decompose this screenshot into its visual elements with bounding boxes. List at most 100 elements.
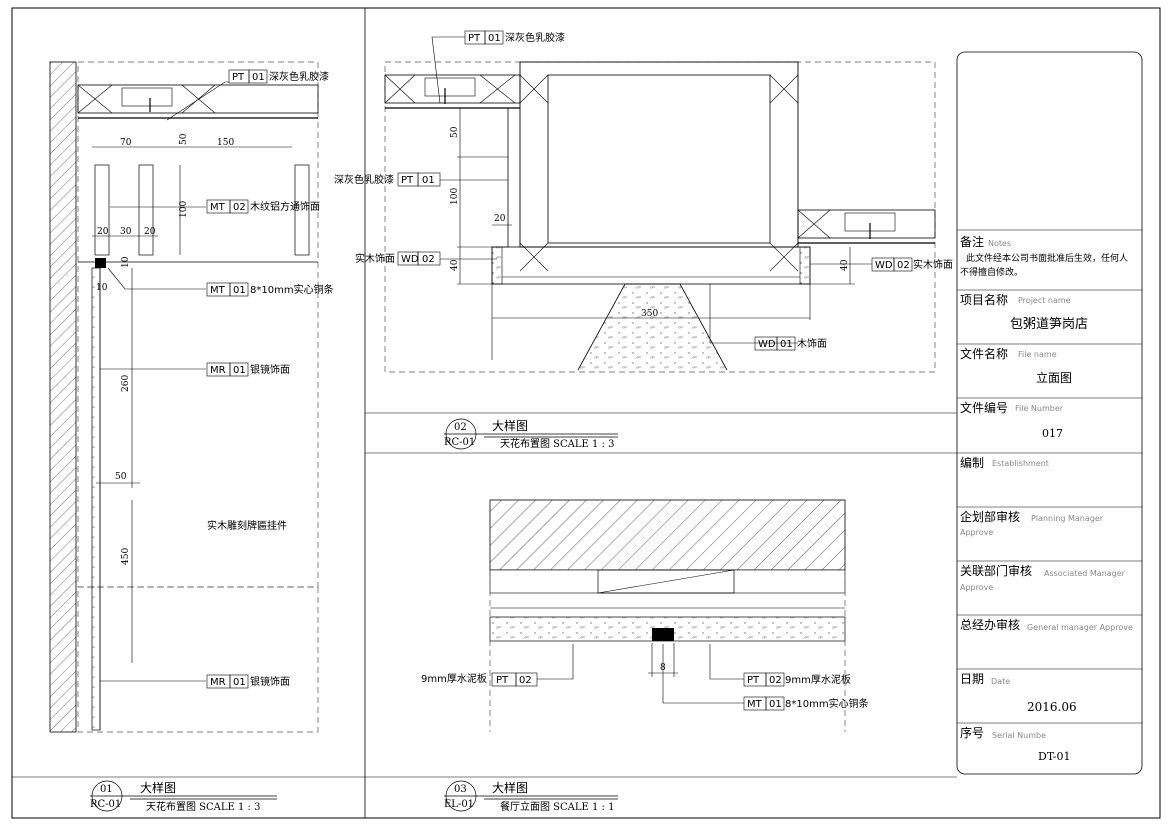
gm-en: General manager Approve xyxy=(1027,623,1133,632)
title-03: 03 EL-01 大样图 餐厅立面图 SCALE 1 : 1 xyxy=(444,780,618,813)
gm-label: 总经办审核 xyxy=(960,617,1020,632)
callout-pt02: PT 02 9mm厚水泥板 xyxy=(743,672,851,687)
svg-text:深灰色乳胶漆: 深灰色乳胶漆 xyxy=(505,31,565,44)
detail-02: 50 100 20 40 350 40 PT 01 深灰色乳胶漆 深灰色乳胶漆 … xyxy=(334,30,953,373)
dim-label: 150 xyxy=(217,138,234,148)
aluminium-tube xyxy=(294,164,310,256)
svg-text:大样图: 大样图 xyxy=(140,780,176,795)
callout-pt01: PT 01 深灰色乳胶漆 xyxy=(228,69,329,84)
file-label: 文件名称 xyxy=(960,346,1008,361)
file-value: 立面图 xyxy=(1036,370,1072,385)
project-en: Project name xyxy=(1018,296,1071,305)
svg-text:餐厅立面图 SCALE 1 : 1: 餐厅立面图 SCALE 1 : 1 xyxy=(500,800,614,813)
dim-label: 20 xyxy=(144,227,156,237)
notes-en: Notes xyxy=(988,239,1011,248)
date-value: 2016.06 xyxy=(1027,700,1077,714)
dim-label: 450 xyxy=(121,548,131,565)
dim-label: 50 xyxy=(450,126,460,138)
svg-text:MR: MR xyxy=(210,677,226,688)
svg-text:天花布置图 SCALE 1 : 3: 天花布置图 SCALE 1 : 3 xyxy=(500,437,614,450)
svg-text:EL-01: EL-01 xyxy=(444,799,474,810)
svg-text:实木饰面: 实木饰面 xyxy=(913,258,953,271)
detail-01: 70 50 150 100 20 30 20 10 10 260 50 450 … xyxy=(49,61,334,733)
svg-text:02: 02 xyxy=(769,675,782,686)
dim-label: 40 xyxy=(840,259,850,271)
svg-text:深灰色乳胶漆: 深灰色乳胶漆 xyxy=(269,70,329,83)
svg-text:MT: MT xyxy=(210,202,226,213)
title-01: 01 RC-01 大样图 天花布置图 SCALE 1 : 3 xyxy=(90,780,277,813)
svg-text:01: 01 xyxy=(233,677,246,688)
notes-label: 备注 xyxy=(960,234,984,249)
callout-pt01: PT 01 深灰色乳胶漆 xyxy=(464,30,565,45)
slab-hatch xyxy=(489,499,846,571)
svg-text:PT: PT xyxy=(232,72,245,83)
svg-text:01: 01 xyxy=(488,33,501,44)
svg-text:02: 02 xyxy=(519,675,532,686)
svg-text:8*10mm实心铜条: 8*10mm实心铜条 xyxy=(785,697,869,710)
notes-text: 此文件经本公司书面批准后生效，任何人 xyxy=(966,252,1128,264)
date-label: 日期 xyxy=(960,672,984,686)
svg-text:02: 02 xyxy=(454,422,467,433)
plan-en2: Approve xyxy=(960,528,993,537)
svg-text:02: 02 xyxy=(422,254,435,265)
dim-label: 40 xyxy=(450,259,460,271)
dim-label: 8 xyxy=(660,663,666,673)
copper-strip xyxy=(652,628,674,641)
callout-mt01: MT 01 8*10mm实心铜条 xyxy=(206,282,334,297)
sheet-border xyxy=(11,7,1161,819)
dim-label: 30 xyxy=(120,227,132,237)
dim-label: 50 xyxy=(179,133,189,145)
callout-mt01: MT 01 8*10mm实心铜条 xyxy=(743,696,869,711)
svg-text:01: 01 xyxy=(252,72,265,83)
svg-text:实木饰面: 实木饰面 xyxy=(355,252,395,265)
svg-text:PT: PT xyxy=(496,675,509,686)
aluminium-tube xyxy=(138,164,154,256)
plan-en: Planning Manager xyxy=(1031,514,1104,523)
plan-label: 企划部审核 xyxy=(960,509,1020,524)
mirror-panel xyxy=(91,267,101,731)
callout-wd01: WD 01 木饰面 xyxy=(754,336,827,351)
callout-pt01: 深灰色乳胶漆 PT 01 xyxy=(334,172,441,187)
callout-mr01: MR 01 银镜饰面 xyxy=(206,362,290,377)
dim-label: 20 xyxy=(97,227,109,237)
detail-03: 8 9mm厚水泥板 PT 02 PT 02 9mm厚水泥板 MT 01 8*10… xyxy=(421,499,869,732)
wood-trim xyxy=(491,246,811,285)
svg-text:WD: WD xyxy=(401,254,419,265)
plaque-label: 实木雕刻牌匾挂件 xyxy=(207,519,287,532)
date-en: Date xyxy=(991,677,1010,686)
copper-strip xyxy=(95,258,106,268)
serial-label: 序号 xyxy=(960,725,984,740)
callout-wd02: 实木饰面 WD 02 xyxy=(355,251,441,266)
est-en: Establishment xyxy=(992,459,1049,468)
svg-text:9mm厚水泥板: 9mm厚水泥板 xyxy=(421,672,487,685)
svg-text:RC-01: RC-01 xyxy=(90,799,121,810)
svg-text:8*10mm实心铜条: 8*10mm实心铜条 xyxy=(250,283,334,296)
detail-border xyxy=(77,586,319,733)
wall-hatch xyxy=(49,61,77,733)
callout-mr01: MR 01 银镜饰面 xyxy=(206,674,290,689)
column xyxy=(577,283,728,371)
svg-text:MT: MT xyxy=(747,699,763,710)
file-en: File name xyxy=(1018,350,1057,359)
svg-text:RC-01: RC-01 xyxy=(444,437,475,448)
svg-text:02: 02 xyxy=(897,260,910,271)
ceiling-board xyxy=(77,84,319,114)
svg-text:天花布置图 SCALE 1 : 3: 天花布置图 SCALE 1 : 3 xyxy=(146,800,260,813)
assoc-label: 关联部门审核 xyxy=(960,563,1032,578)
dim-label: 350 xyxy=(641,309,658,319)
svg-text:01: 01 xyxy=(780,339,793,350)
number-value: 017 xyxy=(1042,427,1063,440)
callout-pt02: 9mm厚水泥板 PT 02 xyxy=(421,672,538,687)
title-block: 备注 Notes 此文件经本公司书面批准后生效，任何人 不得擅自修改。 项目名称… xyxy=(956,51,1143,775)
svg-text:03: 03 xyxy=(454,784,467,795)
callout-wd02: WD 02 实木饰面 xyxy=(871,257,953,272)
assoc-en: Associated Manager xyxy=(1044,569,1126,578)
svg-text:01: 01 xyxy=(100,784,113,795)
dim-label: 260 xyxy=(121,375,131,392)
svg-text:02: 02 xyxy=(233,202,246,213)
svg-text:MR: MR xyxy=(210,365,226,376)
dim-label: 100 xyxy=(179,201,189,218)
ceiling-beam xyxy=(519,61,799,248)
svg-text:PT: PT xyxy=(401,175,414,186)
